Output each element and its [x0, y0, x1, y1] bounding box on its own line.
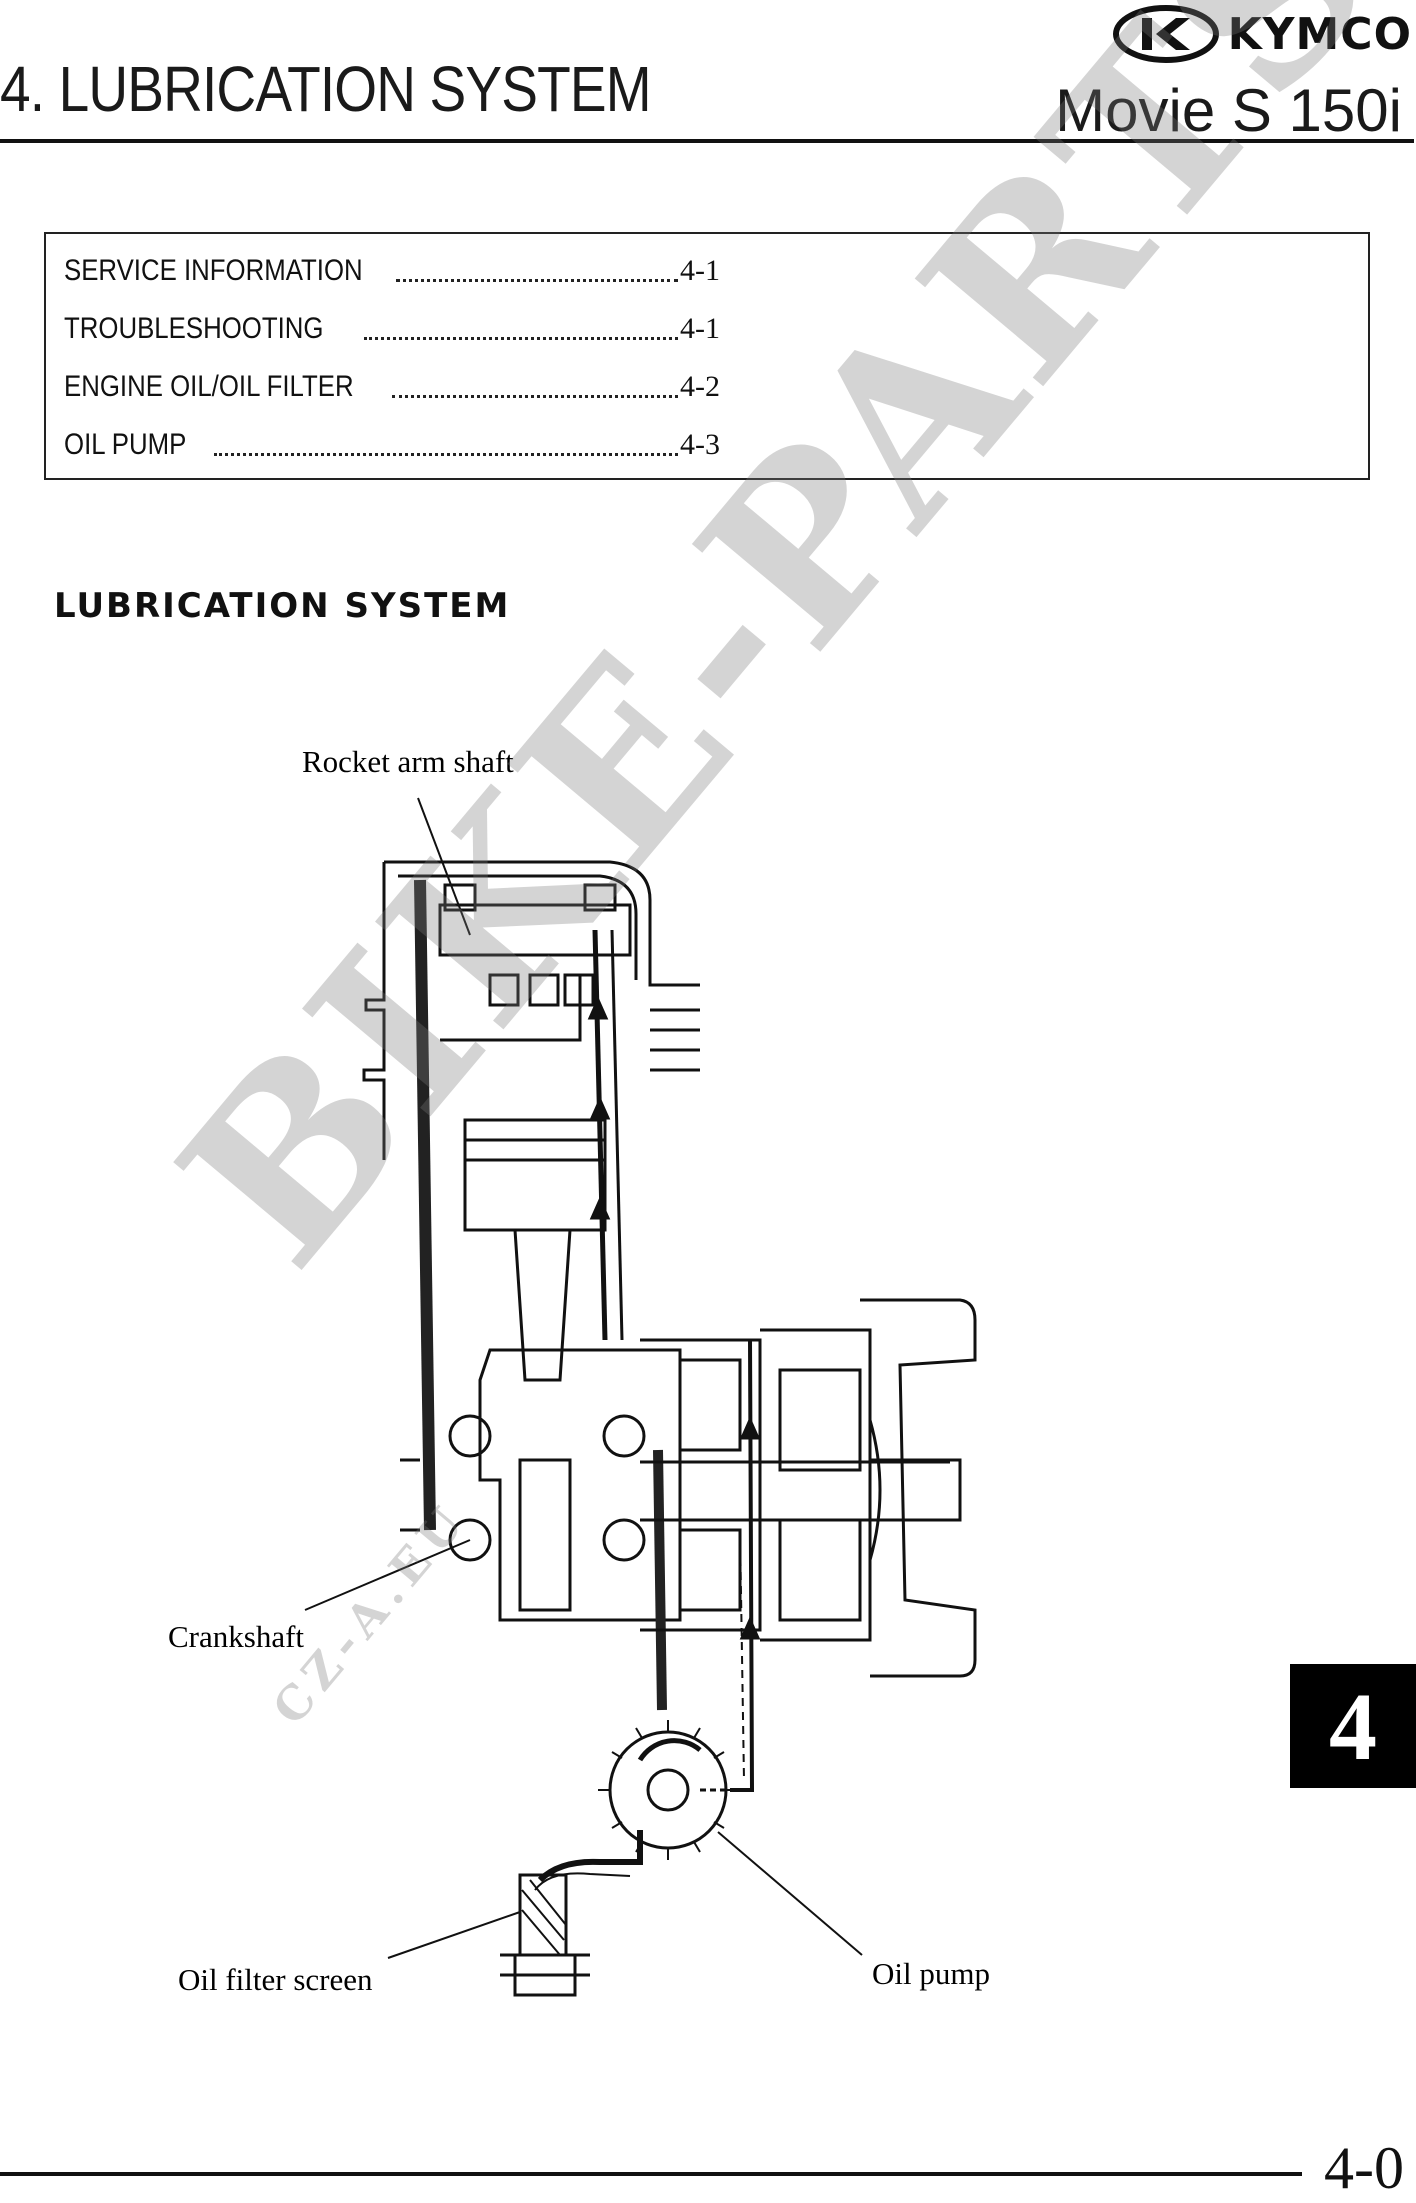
toc-label: ENGINE OIL/OIL FILTER	[64, 370, 354, 403]
table-of-contents: SERVICE INFORMATION 4-1 TROUBLESHOOTING …	[44, 232, 1370, 480]
bearing-left	[448, 1414, 492, 1458]
chapter-tab[interactable]: 4	[1290, 1664, 1416, 1788]
transmission-housing	[640, 1338, 762, 1632]
toc-row[interactable]: SERVICE INFORMATION 4-1	[64, 244, 724, 288]
chapter-tab-number: 4	[1329, 1672, 1377, 1780]
kymco-emblem-icon	[1112, 5, 1219, 63]
toc-leader-dots	[392, 395, 678, 398]
callout-line-crankshaft	[304, 1539, 471, 1611]
cam-chain	[414, 879, 436, 1531]
toc-page: 4-1	[680, 312, 720, 345]
toc-page: 4-2	[680, 370, 720, 403]
oil-pump-sprocket	[608, 1730, 728, 1850]
header-rule	[0, 139, 1414, 143]
toc-page: 4-1	[680, 254, 720, 287]
toc-row[interactable]: ENGINE OIL/OIL FILTER 4-2	[64, 360, 724, 404]
callout-line-oil-pump	[717, 1831, 863, 1956]
toc-row[interactable]: OIL PUMP 4-3	[64, 418, 724, 462]
callout-line-filter	[387, 1911, 521, 1959]
fan-cover	[860, 1298, 977, 1678]
rocker-arm-assembly	[438, 903, 632, 957]
crankshaft-axis	[400, 1458, 420, 1532]
cylinder-head-inner	[398, 874, 638, 980]
connecting-rod	[513, 1229, 572, 1382]
toc-leader-dots	[396, 279, 678, 282]
toc-label: SERVICE INFORMATION	[64, 254, 363, 287]
callout-line-rocker	[417, 797, 471, 936]
label-oil-filter-screen: Oil filter screen	[178, 1962, 373, 1997]
label-rocker-arm-shaft: Rocket arm shaft	[302, 744, 514, 779]
lubrication-diagram: Rocket arm shaft Crankshaft Oil filter s…	[168, 744, 990, 1997]
toc-row[interactable]: TROUBLESHOOTING 4-1	[64, 302, 724, 346]
page-number: 4-0	[1324, 2135, 1404, 2201]
model-name: Movie S 150i	[1055, 77, 1402, 144]
brand-name: KYMCO	[1227, 8, 1412, 60]
right-cover	[760, 1328, 872, 1642]
brand-logo: KYMCO	[1112, 4, 1412, 64]
label-oil-pump: Oil pump	[872, 1956, 990, 1991]
toc-label: TROUBLESHOOTING	[64, 312, 324, 345]
toc-page: 4-3	[680, 428, 720, 461]
section-heading: LUBRICATION SYSTEM	[54, 586, 511, 626]
toc-leader-dots	[364, 337, 678, 340]
crankcase	[478, 1348, 682, 1622]
pump-inlet-pipe	[537, 1830, 643, 1883]
toc-leader-dots	[214, 453, 678, 456]
piston	[463, 1118, 607, 1232]
crankshaft-web	[518, 1458, 572, 1612]
cylinder-head-outline	[362, 860, 700, 1160]
footer-rule	[0, 2172, 1302, 2176]
label-crankshaft: Crankshaft	[168, 1619, 304, 1654]
toc-label: OIL PUMP	[64, 428, 187, 461]
pump-drive-chain	[653, 1449, 667, 1711]
oil-passage-up	[592, 929, 608, 1341]
chapter-title: 4. LUBRICATION SYSTEM	[0, 53, 652, 125]
